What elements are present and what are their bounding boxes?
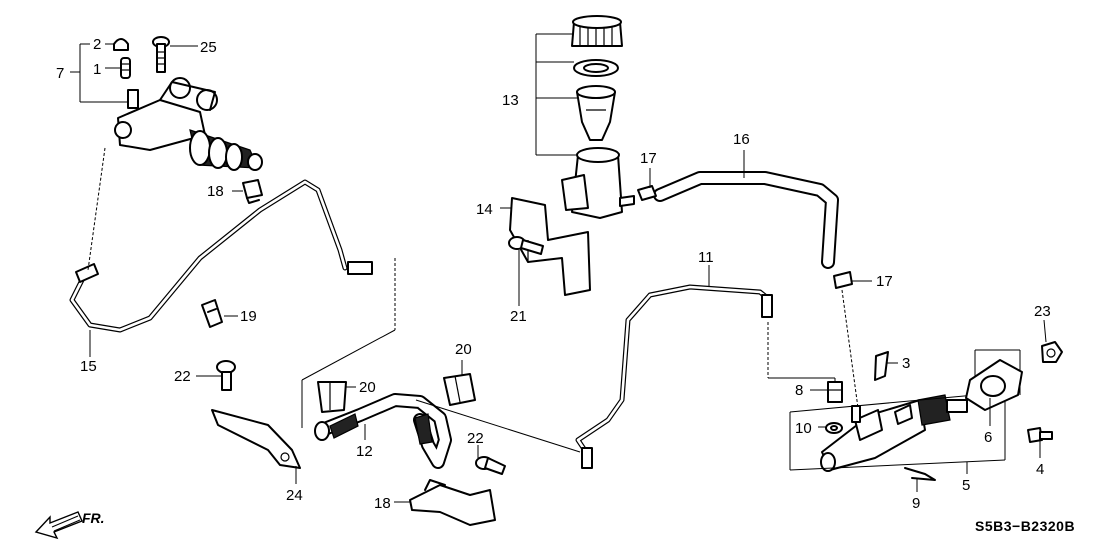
callout-23: 23 <box>1034 303 1051 320</box>
clip-18-lower <box>201 299 223 328</box>
callout-16: 16 <box>733 131 750 148</box>
callout-20-left: 20 <box>359 379 376 396</box>
bolt-22-right <box>475 456 506 475</box>
hose-clamp-17-lower <box>833 271 853 289</box>
callout-labels: 2 1 7 25 18 19 15 13 14 21 16 17 17 11 8… <box>56 36 1051 512</box>
callout-7: 7 <box>56 65 64 82</box>
callout-leader-lines <box>70 43 1047 503</box>
bracket-19 <box>409 479 496 526</box>
bolt-24 <box>152 36 170 73</box>
clutch-hose <box>314 393 452 469</box>
callout-11: 11 <box>698 249 714 266</box>
callout-2: 2 <box>93 36 101 53</box>
bleeder-cap <box>113 38 129 51</box>
gasket-6 <box>965 359 1023 411</box>
callout-19: 18 <box>374 495 391 512</box>
callout-12: 12 <box>356 443 373 460</box>
callout-9: 9 <box>912 495 920 512</box>
callout-25: 24 <box>286 487 303 504</box>
slave-cylinder-pipe <box>69 147 373 333</box>
reservoir-cap <box>571 15 623 47</box>
reservoir-strainer <box>576 85 616 141</box>
clip-20-left <box>317 381 347 413</box>
slave-cylinder-assembly <box>114 77 263 171</box>
callout-18-lower: 19 <box>240 308 257 325</box>
nut-23 <box>1041 341 1063 363</box>
bleeder-screw <box>120 57 131 79</box>
bolt-8 <box>827 381 843 403</box>
bolt-22-left <box>216 360 236 391</box>
pin-4 <box>1027 427 1053 443</box>
callout-13: 13 <box>502 92 519 109</box>
callout-22-right: 22 <box>467 430 484 447</box>
callout-6: 6 <box>984 429 992 446</box>
callout-24: 25 <box>200 39 217 56</box>
callout-14: 14 <box>476 201 493 218</box>
master-cylinder-pipe <box>575 284 773 469</box>
reservoir-hose <box>653 171 839 269</box>
pin-9 <box>904 467 936 481</box>
diagram-code: S5B3−B2320B <box>975 518 1075 534</box>
callout-8: 8 <box>795 382 803 399</box>
callout-5: 5 <box>962 477 970 494</box>
front-direction-arrow-icon: FR. <box>34 510 105 540</box>
callout-15: 15 <box>80 358 97 375</box>
clip-3 <box>874 351 889 381</box>
callout-4: 4 <box>1036 461 1044 478</box>
callout-17-lower: 17 <box>876 273 893 290</box>
bracket-25 <box>211 409 301 469</box>
callout-20-right: 20 <box>455 341 472 358</box>
reservoir-tank <box>561 147 635 219</box>
callout-10: 10 <box>795 420 812 437</box>
clip-20-right <box>443 373 476 406</box>
callout-21: 21 <box>510 308 527 325</box>
clip-18-upper <box>242 179 263 204</box>
hose-clamp-17-upper <box>637 185 657 201</box>
callout-18-upper: 18 <box>207 183 224 200</box>
washer-10 <box>825 422 843 434</box>
callout-17-upper: 17 <box>640 150 657 167</box>
callout-22-left: 22 <box>174 368 191 385</box>
callout-3: 3 <box>902 355 910 372</box>
direction-label: FR. <box>82 510 105 526</box>
callout-1: 1 <box>93 61 101 78</box>
master-cylinder-assembly <box>820 394 968 472</box>
reservoir-seal-ring <box>573 59 619 77</box>
bolt-21 <box>508 236 544 255</box>
